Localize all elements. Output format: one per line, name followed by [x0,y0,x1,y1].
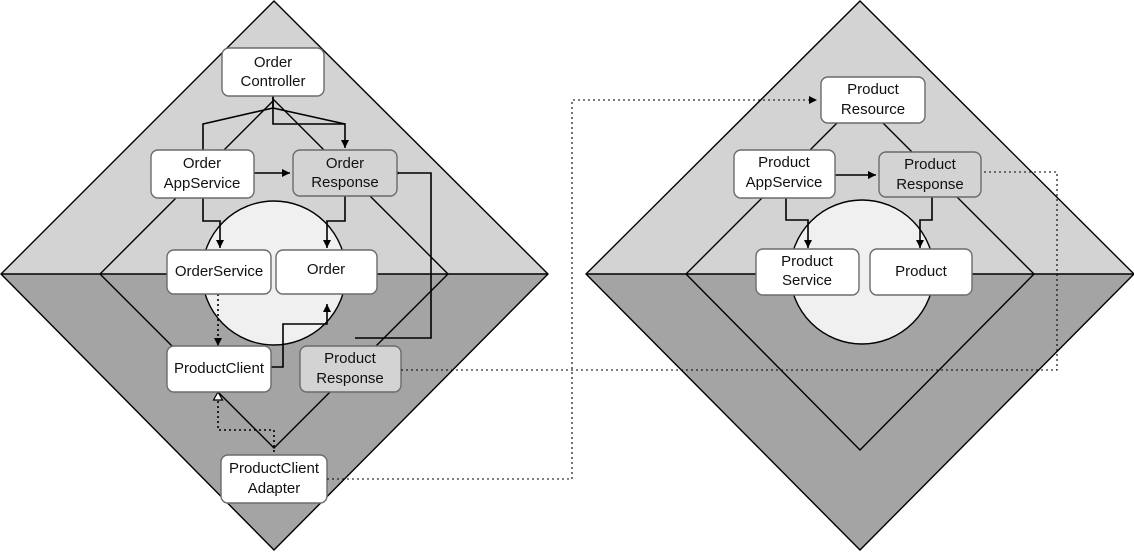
node-order-response[interactable]: Order Response [292,149,398,197]
node-order-app-service[interactable]: Order AppService [150,149,255,199]
node-order-label: Order [307,261,345,278]
order-context-application-ring [99,99,449,449]
product-context-application-ring [685,99,1035,451]
order-context: Order Controller Order AppService Order … [0,0,549,551]
node-product-resource-line1: Product [847,81,900,98]
node-order-app-service-line2: AppService [164,175,241,192]
product-context: Product Resource Product AppService Prod… [585,0,1134,551]
node-product-client[interactable]: ProductClient [166,345,272,393]
node-order-app-service-line1: Order [183,155,221,172]
order-context-outer-frame [0,0,549,551]
node-product-response-line1: Product [904,156,957,173]
node-product[interactable]: Product [869,248,973,296]
node-order-ctx-product-response[interactable]: Product Response [299,345,402,393]
node-product-service-line2: Service [782,272,832,289]
adapter-to-product-resource-link [327,96,817,480]
cross-context-links [327,96,1058,480]
node-order-controller-line2: Controller [240,73,305,90]
node-product-client-adapter-line1: ProductClient [229,460,320,477]
node-product-response[interactable]: Product Response [878,151,982,198]
node-order-response-line2: Response [311,174,379,191]
node-product-response-line2: Response [896,176,964,193]
node-order-service-label: OrderService [175,263,263,280]
product-context-edges [785,171,933,248]
product-context-lower-region [586,274,1134,550]
node-order-service[interactable]: OrderService [166,249,272,295]
node-order-controller-line1: Order [254,54,292,71]
node-order-ctx-product-response-line1: Product [324,350,377,367]
node-product-app-service-line2: AppService [746,174,823,191]
node-product-resource[interactable]: Product Resource [820,76,926,124]
order-context-upper-region [1,1,548,274]
node-product-service[interactable]: Product Service [755,248,860,296]
node-product-client-label: ProductClient [174,360,265,377]
product-context-upper-region [586,1,1134,274]
node-order-ctx-product-response-line2: Response [316,370,384,387]
order-context-lower-region [1,274,548,550]
node-product-client-adapter-line2: Adapter [248,480,301,497]
node-order-response-line1: Order [326,155,364,172]
node-product-service-line1: Product [781,253,834,270]
order-context-edges [202,96,432,452]
node-product-app-service-line1: Product [758,154,811,171]
node-order[interactable]: Order [275,249,378,295]
node-product-client-adapter[interactable]: ProductClient Adapter [220,454,328,504]
node-product-app-service[interactable]: Product AppService [733,149,836,199]
node-order-controller[interactable]: Order Controller [221,47,325,97]
node-product-label: Product [895,263,948,280]
product-context-outer-frame [585,0,1134,551]
product-response-mapping-link [401,171,1058,371]
node-product-resource-line2: Resource [841,101,905,118]
